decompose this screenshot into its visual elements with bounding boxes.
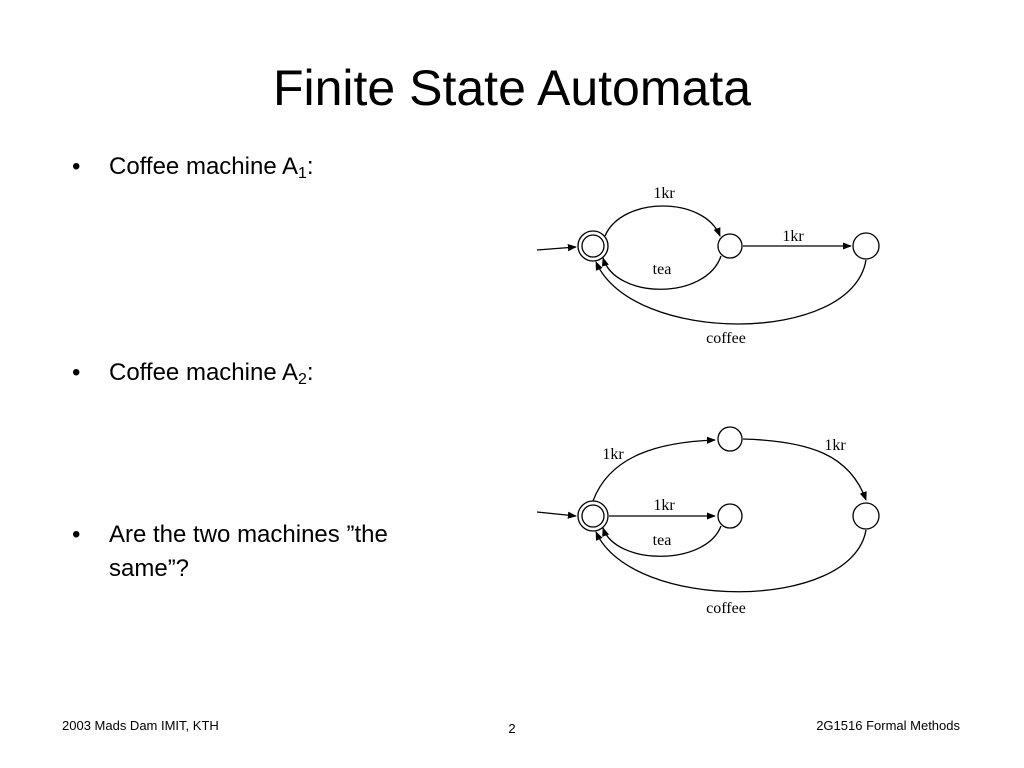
bullet-text: Coffee machine A2: bbox=[109, 359, 314, 388]
footer-left: 2003 Mads Dam IMIT, KTH bbox=[62, 718, 219, 733]
a1-start-arrow bbox=[536, 244, 577, 252]
bullet-text: Are the two machines ”the same”? bbox=[109, 521, 388, 582]
a1-initial-state-inner bbox=[581, 234, 605, 258]
a1-label-tea: tea bbox=[653, 261, 672, 278]
a2-edge-1kr-upper-left bbox=[592, 436, 716, 502]
a1-initial-state-outer bbox=[577, 230, 609, 262]
a2-edge-1kr-upper-right bbox=[742, 438, 867, 501]
footer-right: 2G1516 Formal Methods bbox=[816, 718, 960, 733]
a2-start-arrow bbox=[536, 511, 577, 519]
a2-state-mid bbox=[717, 503, 743, 529]
slide-title: Finite State Automata bbox=[272, 60, 752, 116]
a1-edge-coffee bbox=[595, 259, 867, 325]
a2-label-1kr-upper-right: 1kr bbox=[824, 437, 846, 454]
a2-label-1kr-mid: 1kr bbox=[653, 497, 675, 514]
a2-label-coffee: coffee bbox=[706, 600, 746, 617]
a1-edge-1kr-top bbox=[604, 205, 721, 237]
a1-state-3 bbox=[852, 232, 880, 260]
a2-label-1kr-upper-left: 1kr bbox=[602, 446, 624, 463]
a2-label-tea: tea bbox=[653, 532, 672, 549]
a2-edge-tea bbox=[602, 525, 722, 557]
a2-edge-coffee bbox=[595, 529, 867, 593]
subscript: 2 bbox=[298, 371, 307, 388]
automaton-a1 bbox=[536, 205, 880, 325]
bullet-text: Coffee machine A1: bbox=[109, 153, 314, 182]
a1-label-1kr-mid: 1kr bbox=[782, 228, 804, 245]
a1-edge-tea bbox=[601, 255, 722, 290]
automaton-a2 bbox=[536, 426, 880, 593]
bullet-coffee-machine-a1: • Coffee machine A1: bbox=[72, 150, 314, 184]
a2-state-right bbox=[852, 502, 880, 530]
bullet-coffee-machine-a2: • Coffee machine A2: bbox=[72, 356, 314, 390]
subscript: 1 bbox=[298, 165, 307, 182]
a1-label-coffee: coffee bbox=[706, 330, 746, 347]
bullet-question: • Are the two machines ”the same”? bbox=[72, 518, 472, 586]
a2-initial-state-inner bbox=[581, 504, 605, 528]
bullet-marker: • bbox=[72, 153, 81, 180]
a1-state-2 bbox=[717, 233, 743, 259]
bullet-marker: • bbox=[72, 521, 81, 548]
a1-label-1kr-top: 1kr bbox=[653, 185, 675, 202]
a2-state-top bbox=[717, 426, 743, 452]
footer-page-number: 2 bbox=[508, 721, 516, 736]
bullet-marker: • bbox=[72, 359, 81, 386]
